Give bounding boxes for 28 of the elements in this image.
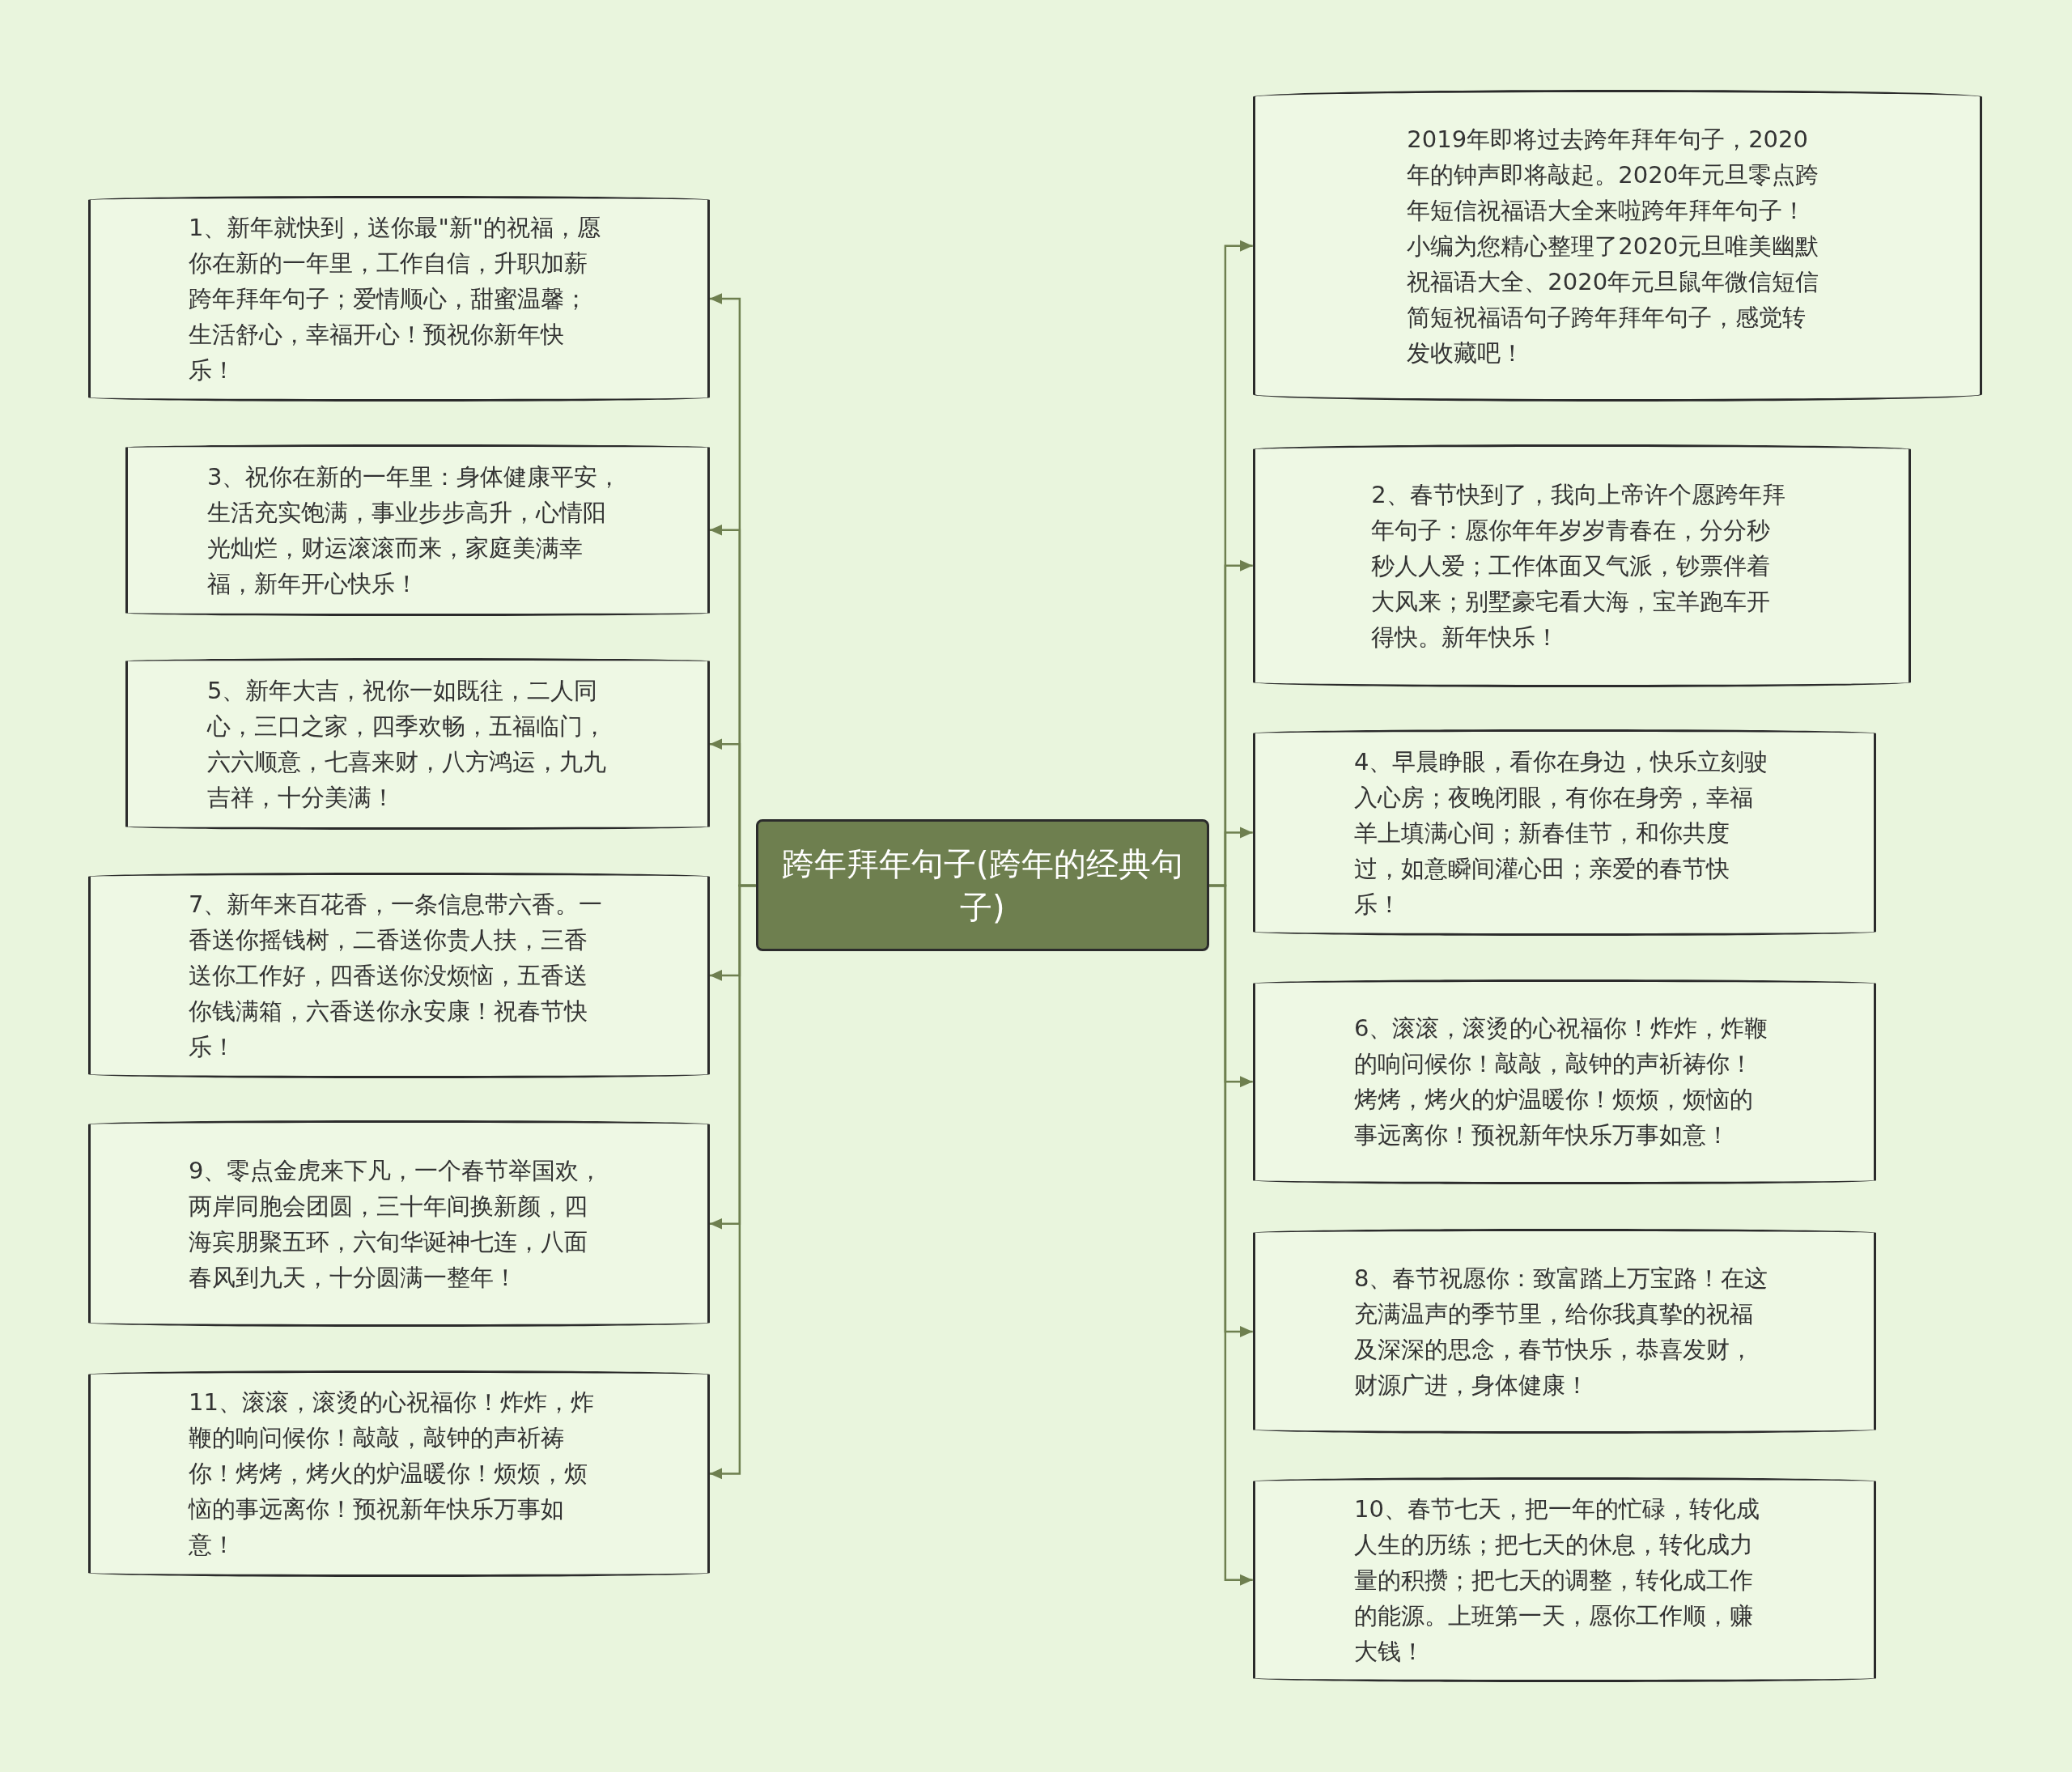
greeting-text: 1、新年就快到，送你最"新"的祝福，愿你在新的一年里，工作自信，升职加薪跨年拜年句子；爱情顺心，甜蜜温馨；生活舒心，幸福开心！预祝你新年快乐！ <box>189 212 602 385</box>
greeting-text: 2019年即将过去跨年拜年句子，2020年的钟声即将敲起。2020年元旦零点跨年短信祝福语大全来啦跨年拜年句子！小编为您精心整理了2020元旦唯美幽默祝福语大全、2020年元旦鼠年微信短信简短祝福语句子跨年拜年句子，感觉转发收藏吧！ <box>1407 124 1820 368</box>
sentence-pill <box>1252 979 1877 1184</box>
sentence-pill <box>125 444 710 616</box>
sentence-pill <box>88 1120 710 1328</box>
greeting-text: 6、滚滚，滚烫的心祝福你！炸炸，炸鞭的响问候你！敲敲，敲钟的声祈祷你！烤烤，烤火的炉温暖你！烦烦，烦恼的事远离你！预祝新年快乐万事如意！ <box>1354 1013 1769 1151</box>
sentence-pill <box>1252 1229 1877 1434</box>
greeting-text: 9、零点金虎来下凡，一个春节举国欢，两岸同胞会团圆，三十年间换新颜，四海宾朋聚五环，六旬华诞神七连，八面春风到九天，十分圆满一整年！ <box>189 1155 604 1293</box>
central-topic-box <box>755 819 1209 952</box>
sentence-pill <box>1252 90 1982 402</box>
greeting-text: 11、滚滚，滚烫的心祝福你！炸炸，炸鞭的响问候你！敲敲，敲钟的声祈祷你！烤烤，烤火的炉温暖你！烦烦，烦恼的事远离你！预祝新年快乐万事如意！ <box>189 1387 595 1561</box>
greeting-text: 2、春节快到了，我向上帝许个愿跨年拜年句子：愿你年年岁岁青春在，分分秒秒人人爱；工作体面又气派，钞票伴着大风来；别墅豪宅看大海，宝羊跑车开得快。新年快乐！ <box>1371 479 1786 652</box>
greeting-text: 8、春节祝愿你：致富踏上万宝路！在这充满温声的季节里，给你我真挚的祝福及深深的思念，春节快乐，恭喜发财，财源广进，身体健康！ <box>1354 1263 1769 1400</box>
sentence-pill <box>125 658 710 831</box>
greeting-text: 4、早晨睁眼，看你在身边，快乐立刻驶入心房；夜晚闭眼，有你在身旁，幸福羊上填满心间；新春佳节，和你共度过，如意瞬间灌心田；亲爱的春节快乐！ <box>1354 746 1769 920</box>
connector-arrow <box>1208 884 1253 1586</box>
sentence-pill <box>88 872 710 1079</box>
topic-title: 跨年拜年句子(跨年的经典句子) <box>781 844 1184 928</box>
greeting-text: 10、春节七天，把一年的忙碌，转化成人生的历练；把七天的休息，转化成力量的积攒；把七天的调整，转化成工作的能源。上班第一天，愿你工作顺，赚大钱！ <box>1354 1494 1760 1667</box>
sentence-pill <box>1252 729 1877 936</box>
sentence-pill <box>88 1370 710 1577</box>
sentence-pill <box>1252 1477 1877 1683</box>
sentence-pill <box>88 195 710 402</box>
sentence-pill <box>1252 444 1911 687</box>
greeting-text: 5、新年大吉，祝你一如既往，二人同心，三口之家，四季欢畅，五福临门，六六顺意，七喜来财，八方鸿运，九九吉祥，十分美满！ <box>206 676 607 814</box>
greeting-text: 3、祝你在新的一年里：身体健康平安，生活充实饱满，事业步步高升，心情阳光灿烂，财运滚滚而来，家庭美满幸福，新年开心快乐！ <box>206 461 622 599</box>
connector-arrow <box>709 884 756 1480</box>
greeting-text: 7、新年来百花香，一条信息带六香。一香送你摇钱树，二香送你贵人扶，三香送你工作好，四香送你没烦恼，五香送你钱满箱，六香送你永安康！祝春节快乐！ <box>189 889 604 1062</box>
